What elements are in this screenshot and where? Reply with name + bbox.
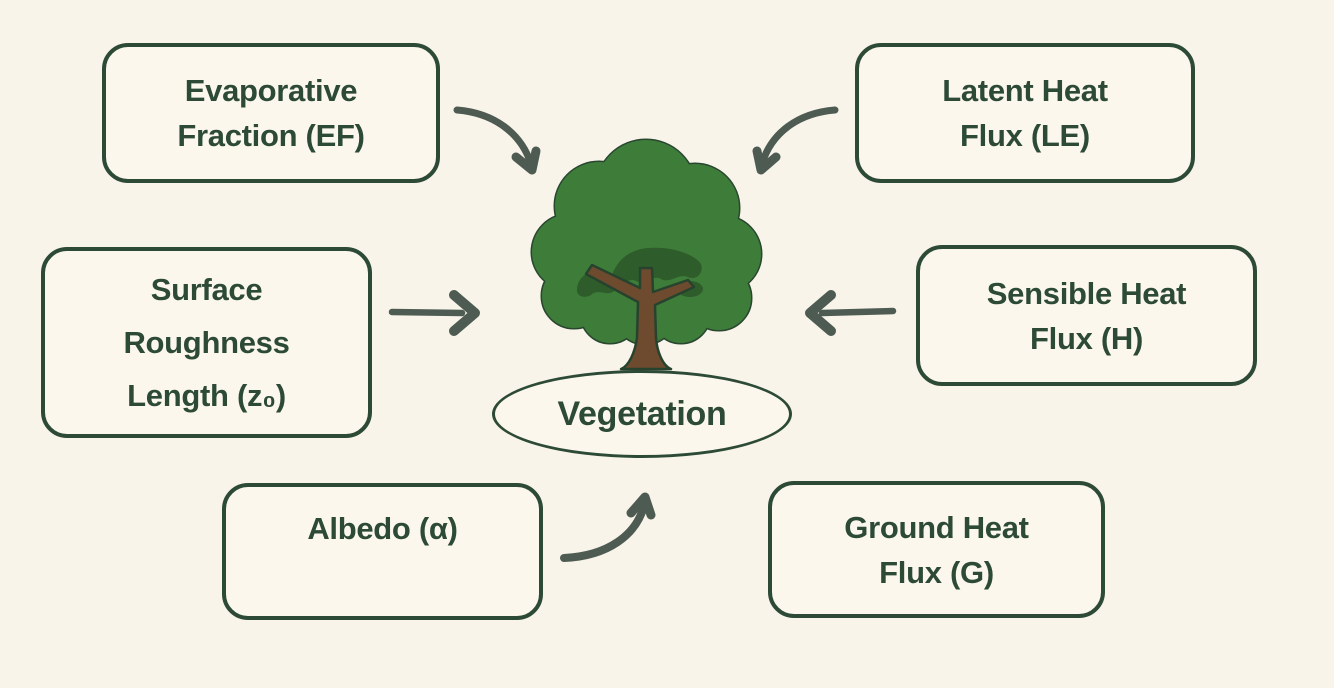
arrow-ef-to-vegetation [453,106,541,175]
node-albedo: Albedo (α) [222,483,543,620]
node-label-line: Latent Heat [942,73,1108,108]
node-label-line: Evaporative [184,73,358,108]
node-label-line: Sensible Heat [986,275,1187,311]
node-label-line: Flux (LE) [960,118,1090,153]
vegetation-label: Vegetation [557,394,727,433]
bottom-edge-strip [0,688,1334,694]
node-sensible-heat-flux: Sensible Heat Flux (H) [916,245,1257,386]
node-label-line: Roughness [123,325,290,360]
node-label-line: Surface [150,272,263,307]
node-label-line: Albedo (α) [307,511,458,546]
tree-trunk [584,263,696,371]
node-latent-heat-flux: Latent Heat Flux (LE) [855,43,1195,183]
node-label-line: Flux (H) [1030,320,1143,356]
node-surface-roughness-length: Surface Roughness Length (z₀) [41,247,372,438]
node-label-line: Fraction (EF) [177,118,365,153]
node-label-line: Ground Heat [844,509,1029,545]
node-vegetation: Vegetation [492,370,792,458]
arrow-h-to-vegetation [805,290,897,336]
node-evaporative-fraction: Evaporative Fraction (EF) [102,43,440,183]
node-ground-heat-flux: Ground Heat Flux (G) [768,481,1105,618]
tree-icon [530,138,763,371]
node-label-line: Flux (G) [879,554,994,590]
arrow-albedo-to-vegetation [560,492,656,562]
arrow-z0-to-vegetation [388,290,480,336]
arrow-le-to-vegetation [752,106,839,175]
node-label-line: Length (z₀) [127,378,286,413]
